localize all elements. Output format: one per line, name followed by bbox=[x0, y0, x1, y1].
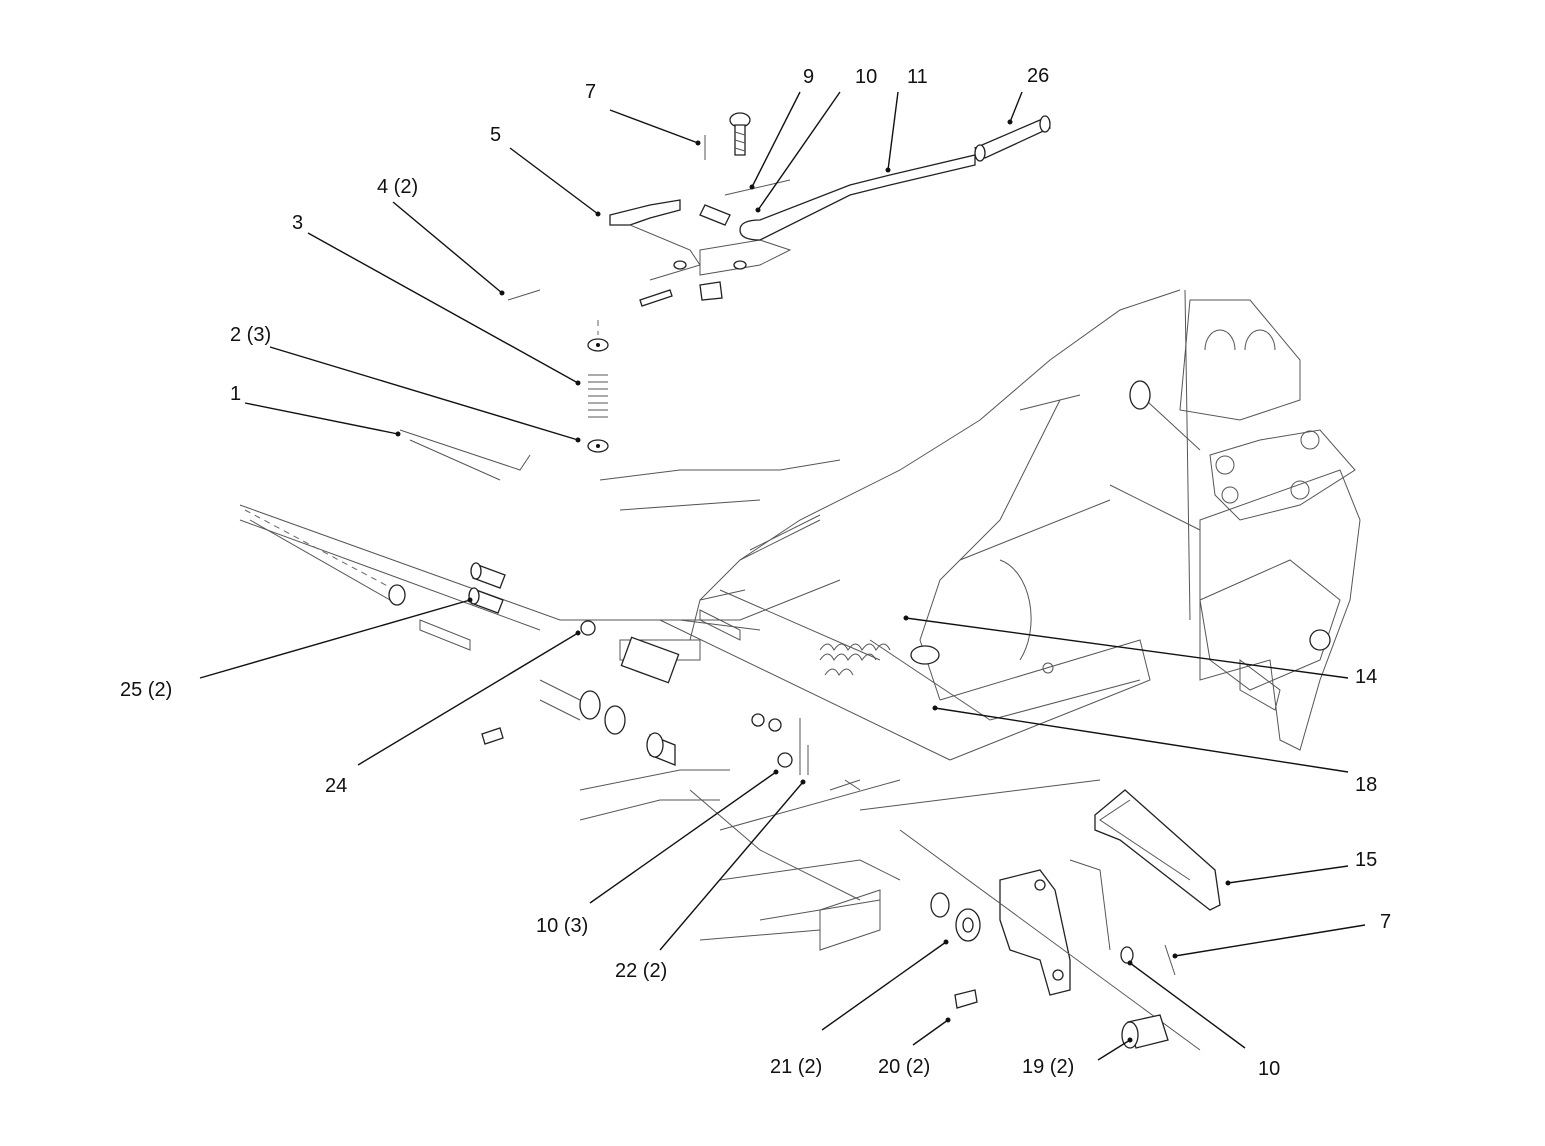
center-parts bbox=[481, 620, 809, 775]
callout-11: 11 bbox=[907, 66, 928, 88]
callout-10-3: 10 (3) bbox=[536, 915, 588, 937]
lower-pivot-assembly bbox=[899, 829, 1201, 1051]
callout-2: 2 (3) bbox=[230, 324, 271, 346]
spring-3-washers-2 bbox=[587, 320, 609, 453]
callout-18: 18 bbox=[1355, 774, 1377, 796]
leader-lines bbox=[199, 91, 1366, 1061]
callout-24: 24 bbox=[325, 775, 347, 797]
callout-4: 4 (2) bbox=[377, 176, 418, 198]
callout-15: 15 bbox=[1355, 849, 1377, 871]
callout-7-top: 7 bbox=[585, 81, 596, 103]
pedal-15 bbox=[1069, 789, 1221, 951]
callout-1: 1 bbox=[230, 383, 241, 405]
callout-25: 25 (2) bbox=[120, 679, 172, 701]
callout-20: 20 (2) bbox=[878, 1056, 930, 1078]
callout-labels: 7 9 10 11 26 5 4 (2) 3 2 (3) 1 25 (2) 24… bbox=[120, 65, 1391, 1080]
top-assembly bbox=[507, 112, 1052, 307]
spring-14 bbox=[819, 643, 891, 676]
callout-22: 22 (2) bbox=[615, 960, 667, 982]
callout-19: 19 (2) bbox=[1022, 1056, 1074, 1078]
callout-7-right: 7 bbox=[1380, 911, 1391, 933]
shaft-left bbox=[244, 509, 471, 651]
callout-26: 26 bbox=[1027, 65, 1049, 87]
callout-21: 21 (2) bbox=[770, 1056, 822, 1078]
callout-9: 9 bbox=[803, 66, 814, 88]
callout-14: 14 bbox=[1355, 666, 1377, 688]
frame-assembly bbox=[239, 289, 1361, 951]
callout-10-bottom: 10 bbox=[1258, 1058, 1280, 1080]
callout-10-top: 10 bbox=[855, 66, 877, 88]
callout-3: 3 bbox=[292, 212, 303, 234]
callout-5: 5 bbox=[490, 124, 501, 146]
